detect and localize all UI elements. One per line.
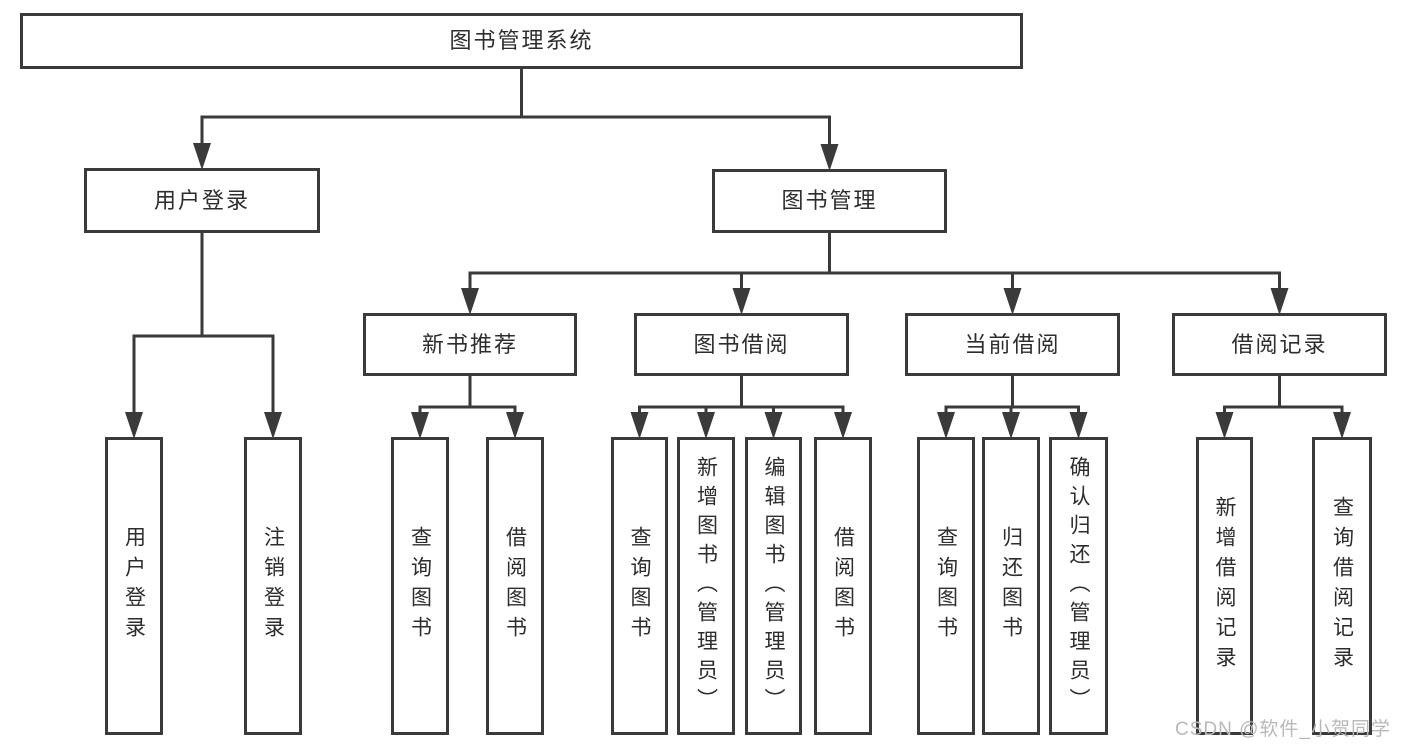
arrowhead-icon (1270, 288, 1289, 315)
arrowhead-icon (264, 412, 282, 439)
node-book-borrowing: 图书借阅 (634, 313, 849, 376)
node-leaf-return-books: 归还图书 (982, 437, 1040, 735)
node-label-leaf-query-books-current: 查询图书 (934, 526, 958, 646)
node-label-leaf-return-books: 归还图书 (999, 526, 1023, 646)
node-label-leaf-user-login: 用户登录 (122, 526, 146, 646)
node-leaf-borrow-books-recommend: 借阅图书 (486, 437, 544, 735)
arrowhead-icon (461, 288, 479, 315)
node-leaf-user-login: 用户登录 (105, 437, 163, 735)
arrowhead-icon (1069, 412, 1088, 439)
node-label-leaf-add-borrow-record: 新增借阅记录 (1213, 496, 1236, 676)
arrowhead-icon (630, 412, 649, 439)
node-current-borrowing: 当前借阅 (905, 313, 1120, 376)
node-leaf-borrow-books: 借阅图书 (814, 437, 872, 735)
node-label-borrowing-records: 借阅记录 (1231, 331, 1328, 357)
node-leaf-add-books-admin: 新增图书（管理员） (677, 437, 735, 735)
node-label-current-borrowing: 当前借阅 (964, 331, 1061, 357)
node-label-leaf-borrow-books: 借阅图书 (831, 526, 855, 646)
node-label-book-borrowing: 图书借阅 (693, 331, 790, 357)
node-label-leaf-logout: 注销登录 (261, 526, 285, 646)
arrowhead-icon (1003, 288, 1022, 315)
arrowhead-icon (411, 412, 429, 439)
node-label-leaf-add-books-admin: 新增图书（管理员） (694, 455, 718, 717)
node-root: 图书管理系统 (20, 13, 1023, 69)
node-label-root: 图书管理系统 (449, 28, 594, 53)
node-label-leaf-edit-books-admin: 编辑图书（管理员） (762, 455, 785, 717)
arrowhead-icon (937, 412, 955, 439)
arrowhead-icon (506, 412, 524, 439)
node-label-book-management: 图书管理 (781, 188, 878, 213)
node-new-book-recommend: 新书推荐 (363, 313, 577, 376)
node-leaf-query-books-current: 查询图书 (917, 437, 975, 735)
node-leaf-query-borrow-record: 查询借阅记录 (1312, 437, 1372, 735)
node-leaf-query-books-recommend: 查询图书 (391, 437, 449, 735)
node-label-leaf-confirm-return-admin: 确认归还（管理员） (1067, 455, 1090, 717)
node-label-user-login: 用户登录 (153, 187, 250, 213)
node-label-leaf-borrow-books-recommend: 借阅图书 (503, 526, 527, 646)
arrowhead-icon (125, 412, 143, 439)
arrowhead-icon (1215, 412, 1234, 439)
node-leaf-add-borrow-record: 新增借阅记录 (1196, 437, 1253, 735)
arrowhead-icon (697, 412, 715, 439)
node-label-leaf-query-books-borrow: 查询图书 (628, 526, 651, 646)
arrowhead-icon (1333, 412, 1351, 439)
node-leaf-confirm-return-admin: 确认归还（管理员） (1049, 437, 1108, 735)
arrowhead-icon (193, 143, 211, 170)
node-leaf-logout: 注销登录 (244, 437, 302, 735)
node-user-login: 用户登录 (84, 168, 320, 233)
arrowhead-icon (732, 288, 751, 315)
node-label-new-book-recommend: 新书推荐 (421, 331, 518, 357)
node-leaf-edit-books-admin: 编辑图书（管理员） (745, 437, 802, 735)
node-label-leaf-query-books-recommend: 查询图书 (408, 526, 432, 646)
arrowhead-icon (820, 144, 839, 171)
arrowhead-icon (1002, 412, 1020, 439)
arrowhead-icon (834, 412, 852, 439)
node-leaf-query-books-borrow: 查询图书 (611, 437, 668, 735)
arrowhead-icon (764, 412, 783, 439)
node-label-leaf-query-borrow-record: 查询借阅记录 (1330, 496, 1354, 676)
node-book-management: 图书管理 (712, 169, 947, 233)
node-borrowing-records: 借阅记录 (1172, 313, 1387, 376)
